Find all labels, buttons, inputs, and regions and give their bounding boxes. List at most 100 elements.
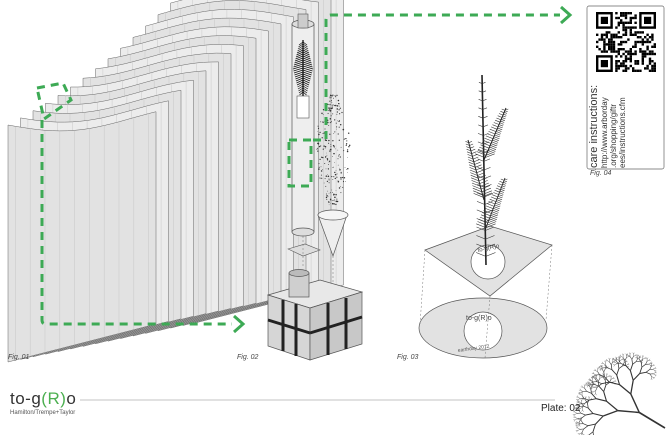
tree-needle — [468, 164, 476, 168]
qr-module — [615, 33, 618, 36]
root-dot — [328, 107, 331, 109]
qr-module — [632, 45, 635, 48]
fractal-branch — [647, 360, 650, 362]
qr-module — [617, 60, 620, 63]
fractal-branch — [587, 400, 590, 404]
fractal-branch — [645, 361, 648, 365]
fractal-branch — [588, 396, 591, 398]
tree-needle — [499, 119, 506, 123]
qr-code — [594, 10, 658, 74]
fractal-branch — [586, 385, 589, 388]
root-dot — [334, 162, 335, 163]
qr-module — [600, 38, 604, 41]
qr-module — [634, 60, 637, 63]
fractal-branch — [596, 381, 602, 385]
qr-module — [641, 55, 644, 58]
tree-needle — [475, 167, 483, 171]
qr-module — [603, 43, 606, 46]
root-dot — [329, 110, 331, 112]
root-dot — [325, 175, 328, 177]
arrow-fig02-to-fig04 — [313, 13, 560, 142]
fractal-branch — [587, 381, 589, 384]
fractal-branch — [592, 377, 596, 379]
fractal-branch — [617, 409, 640, 414]
root-dot — [330, 146, 332, 148]
fractal-branch — [573, 419, 576, 422]
tree-needle — [492, 207, 500, 212]
fractal-branch — [581, 432, 583, 435]
fractal-branch — [651, 362, 653, 365]
tree-needle — [487, 203, 495, 207]
root-dot — [342, 128, 345, 131]
qr-finder-core — [600, 60, 608, 68]
tree-needle — [497, 194, 504, 198]
fractal-branch — [625, 353, 627, 356]
tree-needle — [495, 187, 501, 191]
qr-module — [615, 26, 618, 29]
qr-module — [610, 33, 613, 36]
tube-highlight-box — [287, 138, 313, 188]
care-url-line-3[interactable]: ees/instructions.cfm — [618, 97, 627, 168]
qr-module — [639, 69, 642, 72]
qr-module — [617, 43, 620, 46]
root-dot — [336, 113, 338, 115]
qr-module — [617, 64, 620, 68]
root-dot — [322, 157, 324, 159]
tree-needle — [494, 131, 502, 135]
care-url-line-2[interactable]: .org/shopping/giftr — [609, 103, 618, 168]
qr-module — [598, 48, 601, 51]
fractal-branch — [589, 378, 591, 381]
qr-module — [639, 48, 642, 51]
care-url-line-1[interactable]: http://www.arborday — [600, 97, 609, 168]
fractal-branch — [580, 412, 586, 416]
tree-needle — [470, 148, 476, 152]
tree-needle — [498, 183, 503, 186]
fractal-branch — [639, 371, 647, 374]
fractal-branch — [632, 373, 641, 381]
needle — [295, 75, 304, 80]
fractal-branch — [576, 426, 578, 429]
fractal-branch — [622, 353, 624, 356]
root-dot — [330, 202, 332, 204]
root-dot — [342, 186, 344, 188]
root-dot — [319, 131, 321, 134]
tree-needle — [493, 122, 500, 125]
fractal-branch — [604, 360, 606, 363]
fractal-branch — [592, 372, 594, 374]
fractal-branch — [619, 384, 632, 395]
qr-module — [615, 67, 618, 70]
root-dot — [333, 95, 335, 96]
qr-module — [636, 60, 640, 63]
qr-finder-core — [644, 16, 652, 24]
fractal-branch — [584, 396, 586, 398]
fractal-branch — [609, 361, 612, 365]
root-dot — [318, 166, 320, 168]
qr-module — [641, 62, 644, 65]
needle — [302, 45, 309, 50]
fractal-branch — [580, 390, 583, 392]
tree-needle — [471, 180, 480, 184]
root-dot — [332, 104, 334, 106]
root-dot — [320, 177, 322, 179]
fractal-branch — [591, 381, 595, 385]
tree-disc-assembly: to-g(R)o to-g(R)o earthday 2012 — [418, 74, 553, 359]
fractal-branch — [579, 418, 582, 423]
root-dot — [339, 156, 341, 158]
fractal-branch — [621, 358, 623, 360]
root-dot — [327, 174, 329, 176]
root-dot — [320, 170, 323, 172]
tree-needle — [484, 137, 493, 142]
tree-needle — [496, 126, 504, 130]
root-dot — [340, 178, 342, 180]
tree-needle — [477, 133, 484, 136]
qr-module — [603, 45, 606, 48]
fractal-branch — [603, 384, 607, 392]
qr-module — [610, 45, 613, 48]
tree-needle — [482, 116, 488, 119]
needle — [294, 57, 304, 62]
tree-needle — [490, 140, 499, 144]
root-dot — [346, 150, 349, 153]
fractal-branch — [578, 402, 581, 404]
fractal-branch — [655, 371, 657, 373]
tree-needle — [468, 161, 475, 165]
